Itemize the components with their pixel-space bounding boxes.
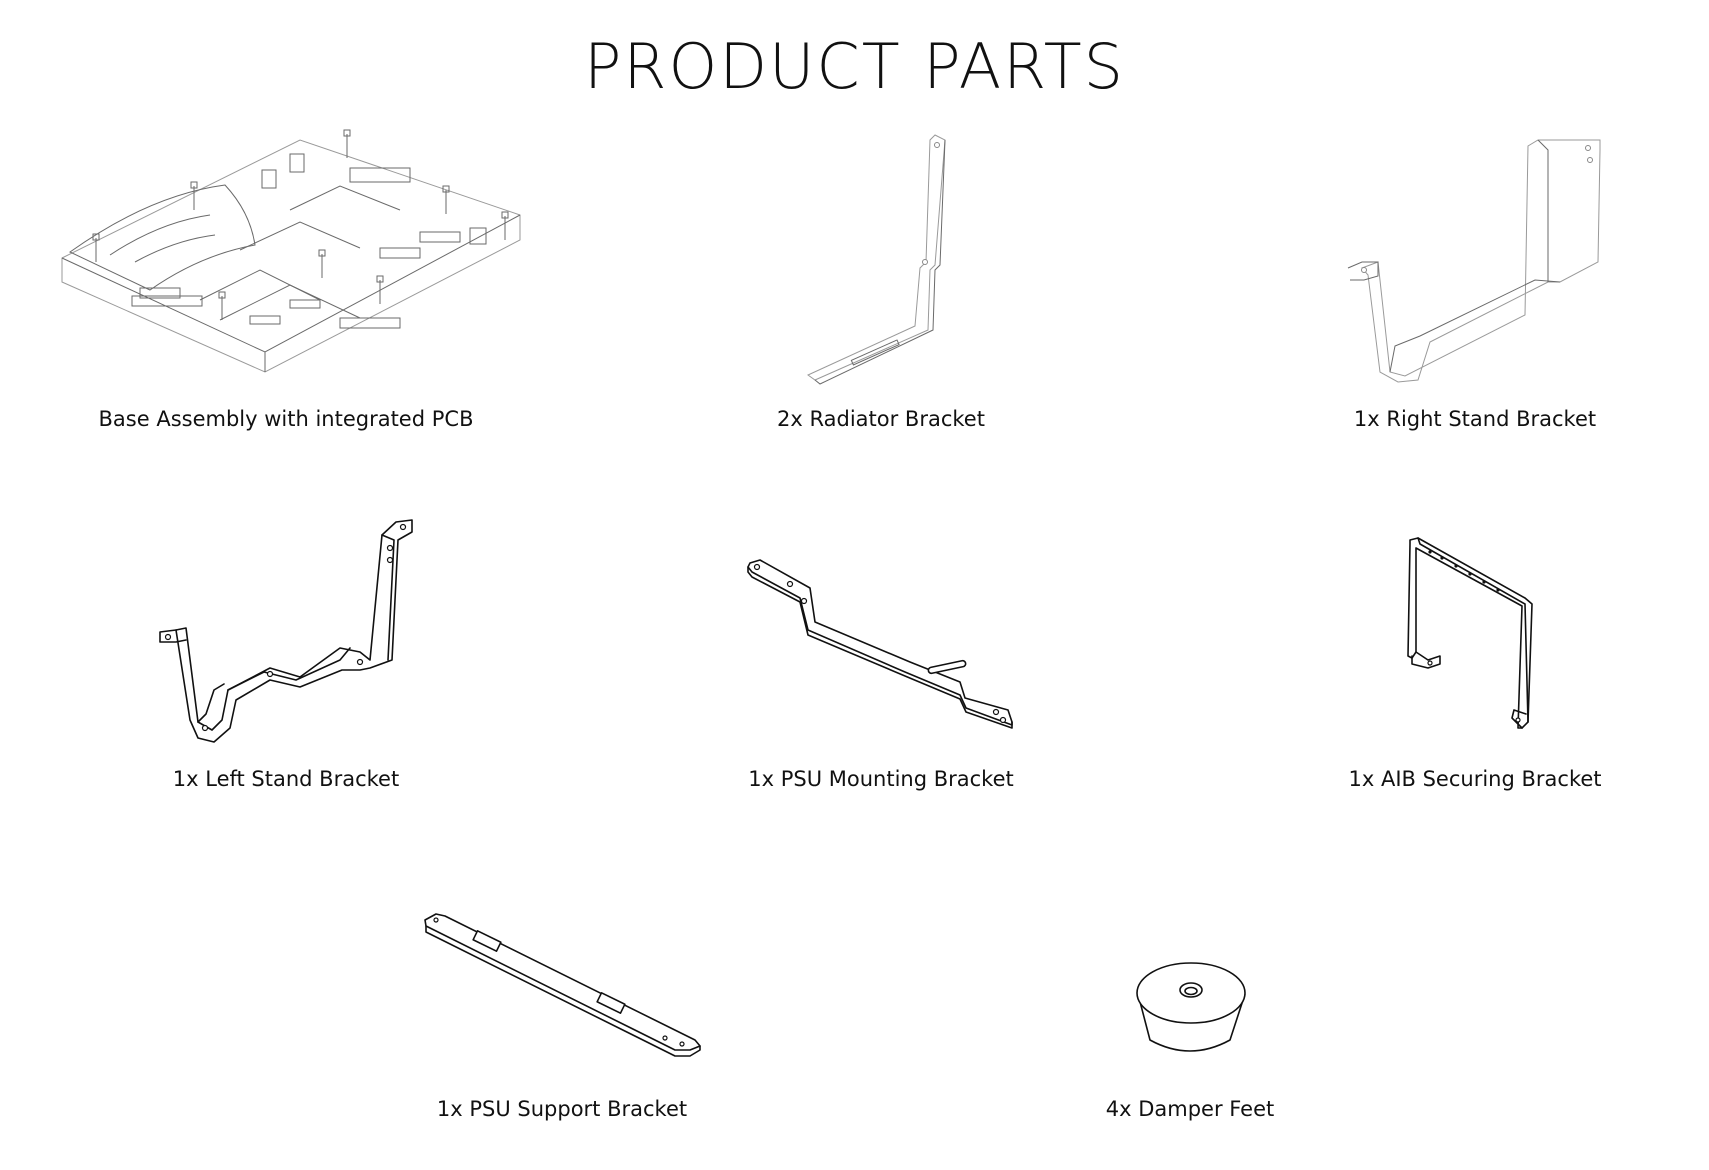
caption-psu-mounting-bracket: 1x PSU Mounting Bracket xyxy=(748,767,1014,791)
caption-base-assembly: Base Assembly with integrated PCB xyxy=(98,407,474,431)
caption-right-stand-bracket: 1x Right Stand Bracket xyxy=(1353,407,1597,431)
caption-radiator-bracket: 2x Radiator Bracket xyxy=(777,407,985,431)
caption-left-stand-bracket: 1x Left Stand Bracket xyxy=(172,767,400,791)
caption-damper-feet: 4x Damper Feet xyxy=(1105,1097,1275,1121)
page-title: PRODUCT PARTS xyxy=(584,30,1125,103)
caption-aib-securing-bracket: 1x AIB Securing Bracket xyxy=(1348,767,1602,791)
caption-psu-support-bracket: 1x PSU Support Bracket xyxy=(436,1097,688,1121)
